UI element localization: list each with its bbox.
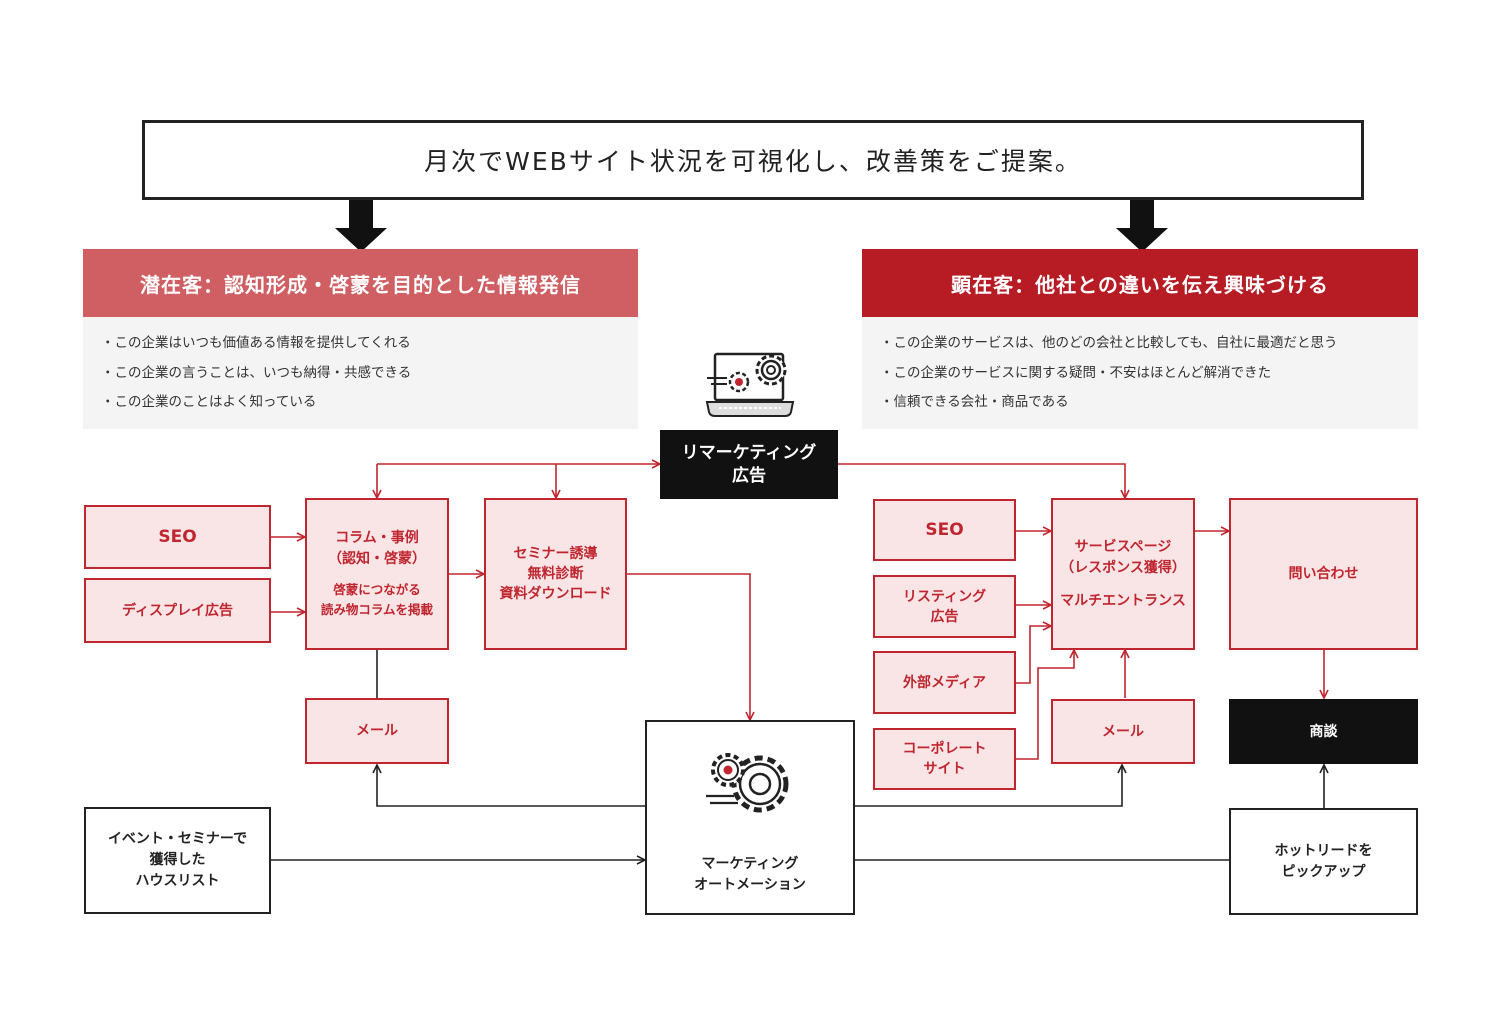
bullet-item: ・信頼できる会社・商品である (880, 394, 1069, 410)
external-media-node: 外部メディア (873, 651, 1016, 714)
manifest-bullet-list: ・この企業のサービスは、他のどの会社と比較しても、自社に最適だと思う ・この企業… (862, 317, 1418, 429)
inquiry-node: 問い合わせ (1229, 498, 1418, 650)
seo-right-node: SEO (873, 499, 1016, 561)
bullet-item: ・この企業のサービスは、他のどの会社と比較しても、自社に最適だと思う (880, 335, 1338, 351)
column-case-title: コラム・事例 （認知・啓蒙） (327, 530, 426, 567)
service-page-node: サービスページ （レスポンス獲得） マルチエントランス (1051, 498, 1195, 650)
gears-icon (700, 744, 800, 824)
mail-right-node: メール (1051, 699, 1195, 764)
laptop-gear-icon (705, 348, 797, 422)
hot-lead-node: ホットリードを ピックアップ (1229, 808, 1418, 915)
display-ad-node: ディスプレイ広告 (84, 578, 271, 643)
bullet-item: ・この企業のサービスに関する疑問・不安はほとんど解消できた (880, 364, 1272, 381)
column-case-subtitle: 啓蒙につながる 読み物コラムを掲載 (320, 582, 434, 617)
service-page-title: サービスページ （レスポンス獲得） (1060, 539, 1186, 576)
marketing-automation-node: マーケティング オートメーション (645, 720, 855, 915)
seo-left-node: SEO (84, 505, 271, 569)
house-list-node: イベント・セミナーで 獲得した ハウスリスト (84, 807, 271, 914)
remarketing-ad-node: リマーケティング 広告 (660, 430, 838, 499)
latent-bullet-list: ・この企業はいつも価値ある情報を提供してくれる ・この企業の言うことは、いつも納… (83, 317, 638, 429)
manifest-customer-heading: 顕在客：他社との違いを伝え興味づける (862, 249, 1418, 317)
down-arrow-left-icon (335, 228, 387, 252)
mail-left-node: メール (305, 698, 449, 764)
latent-customer-heading: 潜在客：認知形成・啓蒙を目的とした情報発信 (83, 249, 638, 317)
bullet-item: ・この企業はいつも価値ある情報を提供してくれる (101, 335, 411, 351)
down-arrow-left-stem (349, 200, 373, 228)
seminar-lead-node: セミナー誘導 無料診断 資料ダウンロード (484, 498, 627, 650)
bullet-item: ・この企業のことはよく知っている (101, 394, 317, 410)
listing-ad-node: リスティング 広告 (873, 575, 1016, 638)
down-arrow-right-stem (1130, 200, 1154, 228)
column-case-node: コラム・事例 （認知・啓蒙） 啓蒙につながる 読み物コラムを掲載 (305, 498, 449, 650)
page-title: 月次でWEBサイト状況を可視化し、改善策をご提案。 (142, 120, 1364, 200)
service-page-subtitle: マルチエントランス (1060, 593, 1186, 609)
negotiation-node: 商談 (1229, 699, 1418, 764)
marketing-automation-label: マーケティング オートメーション (694, 855, 806, 893)
corporate-site-node: コーポレート サイト (873, 728, 1016, 790)
bullet-item: ・この企業の言うことは、いつも納得・共感できる (101, 364, 412, 381)
down-arrow-right-icon (1116, 228, 1168, 252)
